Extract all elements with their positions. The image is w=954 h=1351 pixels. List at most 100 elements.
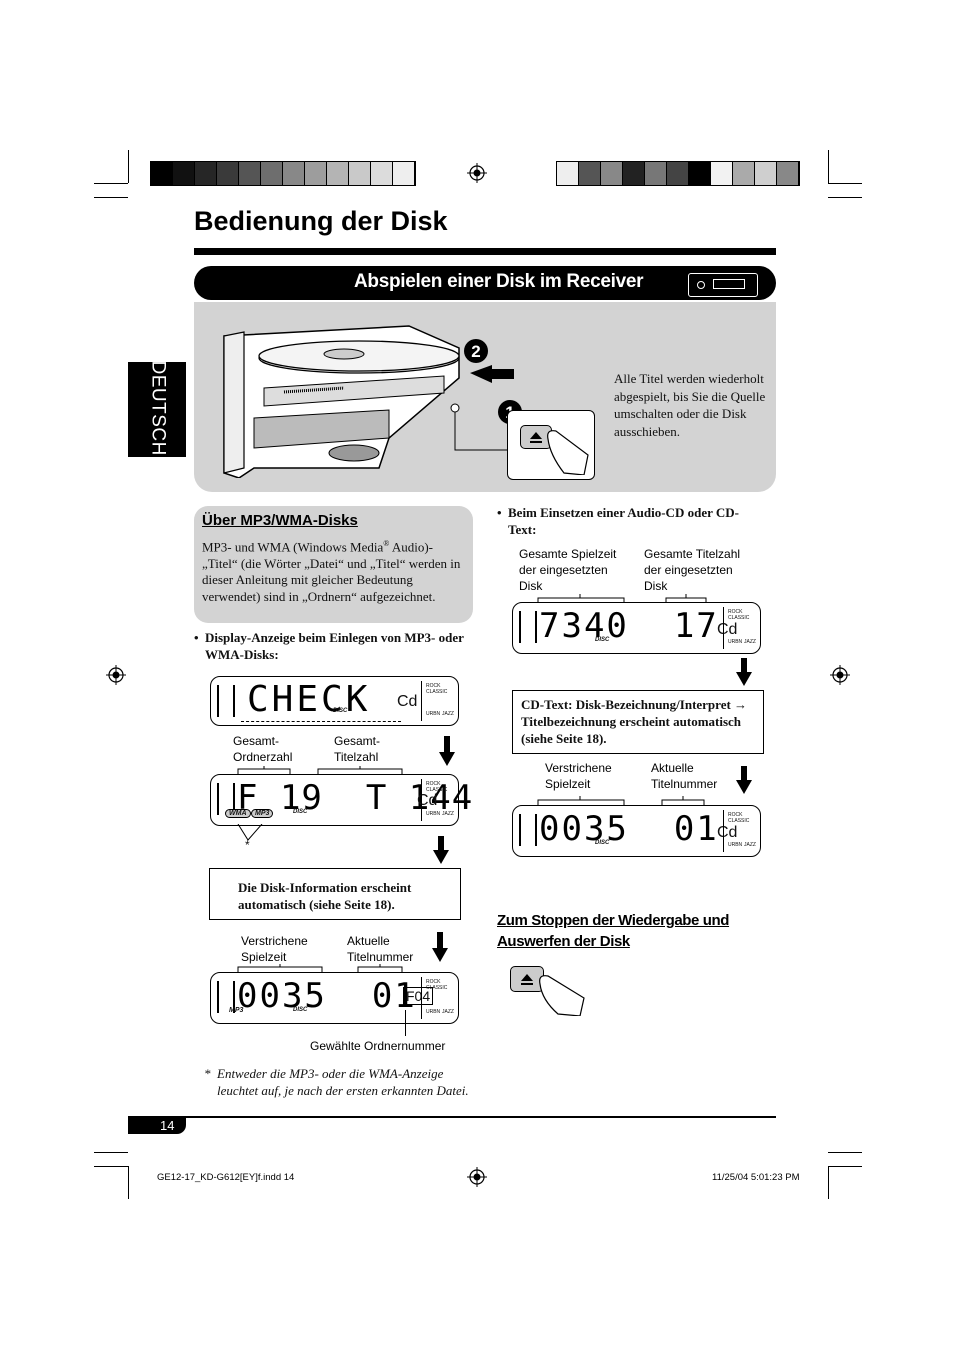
down-arrow bbox=[439, 736, 455, 766]
stop-heading: Zum Stoppen der Wiedergabe und Auswerfen… bbox=[497, 912, 730, 950]
label-total-titles: Gesamt- Titelzahl bbox=[334, 734, 381, 764]
badge-wma: WMA bbox=[225, 809, 251, 818]
crop-mark bbox=[94, 183, 128, 184]
crop-mark bbox=[828, 1166, 862, 1167]
badge-mp3: MP3 bbox=[229, 1007, 244, 1014]
registration-mark bbox=[830, 665, 850, 685]
disc-slot-icon bbox=[688, 273, 758, 297]
lcd-main-text: 7340 17 bbox=[539, 606, 719, 646]
crop-mark bbox=[94, 1166, 128, 1167]
page-title: Bedienung der Disk bbox=[194, 206, 448, 236]
asterisk-mark: * bbox=[245, 838, 250, 852]
footer-rule bbox=[128, 1116, 776, 1118]
intro-note: Alle Titel werden wiederholt abgespielt,… bbox=[614, 371, 766, 439]
lcd-side-text: Cd bbox=[397, 693, 418, 710]
lcd-display-folders-titles: F 19 T 144 Cd WMA MP3 DISC ROCK CLASSIC … bbox=[210, 774, 472, 826]
folder-leader-line bbox=[405, 1010, 406, 1036]
eject-press-illustration-2 bbox=[508, 964, 588, 1016]
language-tab-label: DEUTSCH bbox=[147, 360, 169, 456]
page-number-tab: 14 bbox=[128, 1118, 186, 1134]
crop-mark bbox=[828, 150, 829, 183]
crop-mark bbox=[94, 1152, 128, 1153]
asterisk-leader bbox=[237, 824, 263, 841]
crop-mark bbox=[94, 197, 128, 198]
eject-icon bbox=[530, 432, 542, 443]
lcd-dash-line bbox=[241, 721, 401, 722]
mp3-heading: Über MP3/WMA-Disks bbox=[202, 512, 358, 529]
label-current-track: Aktuelle Titelnummer bbox=[347, 934, 414, 964]
lcd-display-cd-elapsed: 0035 01 Cd DISC ROCK CLASSIC URBN JAZZ bbox=[512, 805, 761, 857]
lcd-folder-box: F04 bbox=[403, 987, 434, 1005]
registration-mark bbox=[106, 665, 126, 685]
lcd-disc-tag: DISC bbox=[333, 708, 348, 714]
crop-mark bbox=[128, 1166, 129, 1199]
mp3-info-box bbox=[194, 506, 473, 623]
label-selected-folder: Gewählte Ordnernummer bbox=[310, 1039, 446, 1053]
section-banner-title: Abspielen einer Disk im Receiver bbox=[354, 271, 644, 292]
crop-mark bbox=[128, 150, 129, 183]
mp3-display-bullet: • Display-Anzeige beim Einlegen von MP3-… bbox=[194, 630, 464, 662]
eject-press-illustration bbox=[507, 410, 595, 480]
lcd-bars bbox=[217, 685, 235, 717]
lcd-main-text: CHECK bbox=[247, 679, 371, 720]
mp3-body: MP3- und WMA (Windows Media® Audio)- „Ti… bbox=[202, 539, 461, 604]
lcd-eq-panel: ROCK CLASSIC URBN JAZZ bbox=[421, 779, 456, 821]
cd-text-box: CD-Text: Disk-Bezeichnung/Interpret → Ti… bbox=[512, 690, 764, 754]
footer-date: 11/25/04 5:01:23 PM bbox=[712, 1172, 800, 1183]
label-current-track-cd: Aktuelle Titelnummer bbox=[651, 761, 718, 791]
lcd-side-text: Cd bbox=[717, 824, 738, 841]
label-total-track-count: Gesamte Titelzahl der eingesetzten Disk bbox=[644, 547, 741, 593]
lcd-side-text: Cd bbox=[717, 621, 738, 638]
lcd-bars bbox=[519, 611, 537, 643]
lcd-display-cd-total: 7340 17 Cd DISC ROCK CLASSIC URBN JAZZ bbox=[512, 602, 761, 654]
lcd-eq-panel: ROCK CLASSIC URBN JAZZ bbox=[723, 607, 758, 649]
lcd-disc-tag: DISC bbox=[293, 1007, 308, 1013]
page-number: 14 bbox=[160, 1118, 175, 1133]
label-elapsed-time: Verstrichene Spielzeit bbox=[241, 934, 308, 964]
footer-file: GE12-17_KD-G612[EY]f.indd 14 bbox=[157, 1172, 295, 1183]
lcd-display-elapsed-mp3: 0035 01 F04 MP3 DISC ROCK CLASSIC URBN J… bbox=[210, 972, 459, 1024]
down-arrow bbox=[432, 932, 448, 962]
lcd-disc-tag: DISC bbox=[595, 840, 610, 846]
down-arrow bbox=[433, 836, 449, 864]
cd-display-bullet: • Beim Einsetzen einer Audio-CD oder CD-… bbox=[497, 505, 739, 537]
registration-mark bbox=[467, 1167, 487, 1187]
eject-button[interactable] bbox=[520, 425, 552, 449]
badge-mp3: MP3 bbox=[251, 809, 274, 818]
lcd-main-text: F 19 T 144 bbox=[237, 778, 474, 818]
section-banner bbox=[194, 266, 776, 300]
crop-mark bbox=[828, 183, 862, 184]
lcd-bars bbox=[217, 981, 235, 1013]
title-rule bbox=[194, 248, 776, 255]
eject-icon bbox=[521, 974, 533, 985]
lcd-bars bbox=[519, 814, 537, 846]
lcd-disc-tag: DISC bbox=[293, 809, 308, 815]
lcd-side-text: Cd bbox=[417, 792, 438, 809]
color-bar-left bbox=[150, 161, 416, 186]
registration-mark bbox=[467, 163, 487, 183]
language-tab: DEUTSCH bbox=[128, 360, 186, 457]
down-arrow bbox=[736, 766, 752, 794]
lcd-eq-panel: ROCK CLASSIC URBN JAZZ bbox=[723, 810, 758, 852]
step-2-marker: 2 bbox=[464, 339, 514, 383]
lcd-display-check: CHECK Cd DISC ROCK CLASSIC URBN JAZZ bbox=[210, 676, 459, 726]
svg-text:2: 2 bbox=[471, 342, 480, 361]
label-elapsed-time-cd: Verstrichene Spielzeit bbox=[545, 761, 612, 791]
bracket-lines bbox=[237, 766, 403, 777]
receiver-illustration bbox=[223, 325, 510, 478]
bracket-lines bbox=[537, 796, 705, 809]
bracket-lines bbox=[237, 964, 403, 975]
crop-mark bbox=[828, 197, 862, 198]
lcd-main-text: 0035 01 bbox=[237, 976, 417, 1016]
finger-icon bbox=[539, 975, 585, 1016]
disk-info-box: Die Disk-Information erscheint automatis… bbox=[209, 868, 461, 920]
down-arrow bbox=[736, 658, 752, 686]
lcd-disc-tag: DISC bbox=[595, 637, 610, 643]
lcd-eq-panel: ROCK CLASSIC URBN JAZZ bbox=[421, 977, 456, 1019]
footnote: * Entweder die MP3- oder die WMA-Anzeige… bbox=[204, 1066, 469, 1098]
label-total-folders: Gesamt- Ordnerzahl bbox=[233, 734, 293, 764]
lcd-bars bbox=[217, 783, 235, 815]
lcd-main-text: 0035 01 bbox=[539, 809, 719, 849]
finger-icon bbox=[547, 430, 589, 475]
lcd-eq-panel: ROCK CLASSIC URBN JAZZ bbox=[421, 681, 456, 721]
